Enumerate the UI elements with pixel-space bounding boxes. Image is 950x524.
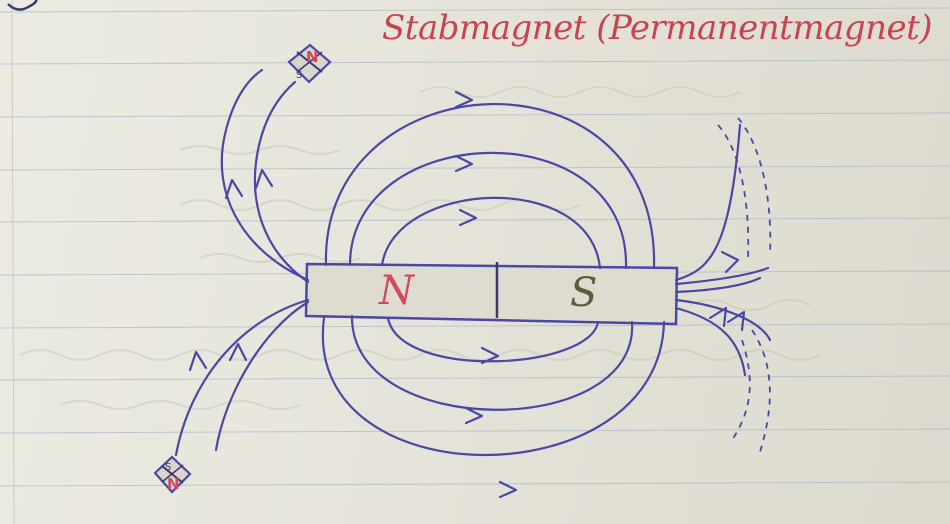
- margin-line: [11, 0, 15, 524]
- bleed-through-writing: [19, 86, 821, 410]
- field-line-middle-top: [348, 151, 628, 270]
- field-lines: [174, 68, 772, 457]
- corner-scribble: [7, 0, 38, 11]
- compass-top: N S: [287, 43, 332, 84]
- arrow-icon: [454, 90, 474, 109]
- field-line-right-down-1: [674, 298, 772, 342]
- arrow-icon: [726, 310, 746, 332]
- magnet-outline: [304, 262, 679, 326]
- arrow-icon: [464, 406, 484, 425]
- magnet-south-label: S: [570, 270, 598, 316]
- bar-magnet: [304, 262, 679, 326]
- compass-needle-icon: [161, 464, 184, 483]
- dashed-line-bottom: [751, 329, 771, 453]
- field-line-right-up-1: [674, 123, 742, 282]
- compass-top-north-label: N: [306, 48, 319, 66]
- field-line-left-up-1: [220, 68, 310, 282]
- arrow-icon: [720, 250, 740, 274]
- dashed-line-top-2: [737, 117, 772, 256]
- arrow-icon: [224, 178, 244, 200]
- arrow-icon: [458, 208, 478, 227]
- magnet-north-label: N: [379, 268, 414, 314]
- arrow-icon: [228, 342, 248, 362]
- field-line-outer-top: [324, 103, 656, 270]
- compass-top-south-label: S: [296, 70, 302, 81]
- field-line-inner-bottom: [386, 316, 600, 363]
- field-line-right-mid: [674, 276, 762, 294]
- compass-bottom-north-label: N: [167, 475, 180, 493]
- arrow-icon: [254, 168, 274, 190]
- field-arrows: [188, 90, 746, 499]
- compass-bottom-south-label: S: [165, 462, 171, 473]
- field-line-right-up-2: [674, 266, 770, 286]
- field-line-right-down-2: [674, 306, 747, 377]
- arrow-icon: [498, 480, 518, 499]
- field-line-middle-bottom: [350, 314, 634, 411]
- dashed-line-top: [717, 124, 750, 261]
- field-line-inner-top: [380, 196, 602, 270]
- field-line-left-down-2: [214, 300, 310, 452]
- compass-bottom: S N: [153, 455, 192, 494]
- dashed-field-lines: [717, 117, 772, 453]
- compass-needle-icon: [161, 465, 184, 484]
- field-line-left-up-2: [253, 80, 310, 284]
- arrow-icon: [708, 306, 728, 328]
- page-title: Stabmagnet (Permanentmagnet): [382, 8, 933, 48]
- field-line-outer-bottom: [321, 316, 666, 456]
- arrow-icon: [480, 346, 500, 365]
- ruled-lines: [0, 7, 950, 487]
- dashed-line-bottom-2: [731, 339, 751, 441]
- compass-needle-icon: [296, 51, 323, 73]
- arrow-icon: [454, 154, 474, 173]
- arrow-icon: [188, 350, 208, 372]
- field-line-left-down-1: [174, 298, 310, 457]
